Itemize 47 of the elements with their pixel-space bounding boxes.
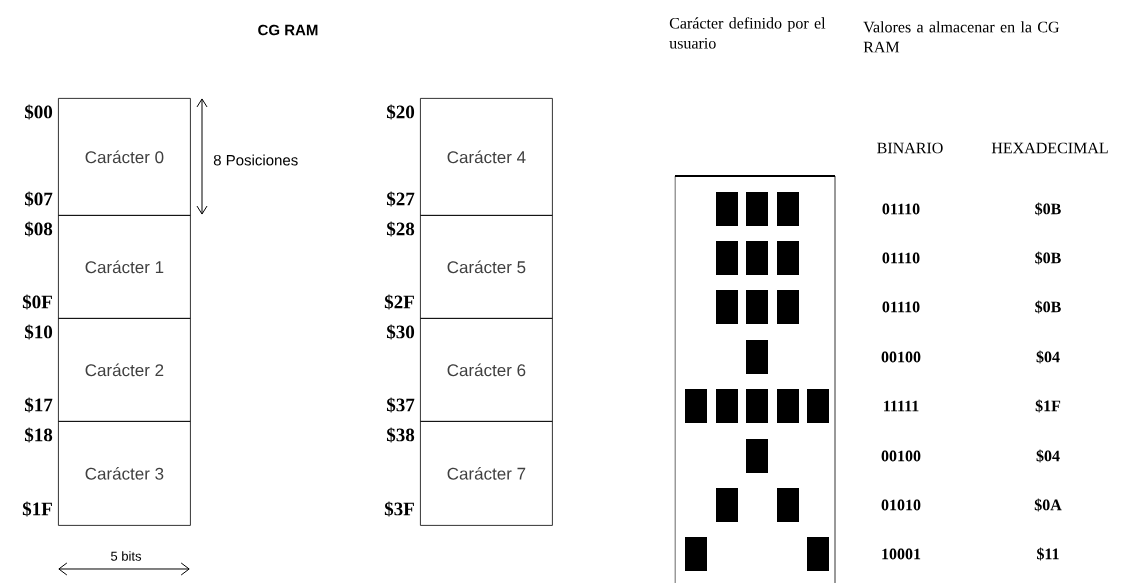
memory-block: Carácter 6 [420, 318, 553, 422]
address-label: $10 [25, 324, 53, 340]
column-header: BINARIO [877, 142, 943, 154]
address-label: $1F [22, 501, 52, 517]
table-cell: $11 [1037, 547, 1059, 561]
table-cell: $0A [1034, 498, 1062, 512]
address-label: $28 [387, 221, 415, 237]
table-cell: 01110 [882, 301, 920, 313]
dimension-label: 8 Posiciones [213, 154, 298, 166]
table-cell: 11111 [884, 400, 919, 412]
dimension-label: 5 bits [111, 551, 142, 561]
table-cell: 00100 [881, 450, 921, 462]
memory-block: Carácter 1 [58, 215, 191, 319]
table-cell: $04 [1036, 449, 1060, 463]
address-label: $0F [22, 294, 52, 310]
address-label: $38 [387, 427, 415, 443]
column-header: HEXADECIMAL [991, 142, 1108, 154]
table-cell: 01010 [881, 499, 921, 511]
address-label: $3F [384, 501, 414, 517]
address-label: $27 [387, 191, 415, 207]
memory-block: Carácter 2 [58, 318, 191, 422]
title: CG RAM [258, 24, 318, 36]
address-label: $20 [387, 104, 415, 120]
table-cell: 01110 [882, 203, 920, 215]
heading: Carácter definido por el usuario [669, 17, 826, 49]
table-cell: $0B [1035, 202, 1061, 216]
address-label: $07 [25, 191, 53, 207]
address-label: $2F [384, 294, 414, 310]
address-label: $18 [25, 427, 53, 443]
table-cell: $0B [1035, 300, 1061, 314]
address-label: $37 [387, 397, 415, 413]
table-cell: $04 [1036, 350, 1060, 364]
table-cell: 00100 [881, 351, 921, 363]
memory-block: Carácter 5 [420, 215, 553, 319]
heading: Valores a almacenar en la CG RAM [863, 21, 1060, 53]
memory-block: Carácter 4 [420, 98, 553, 216]
address-label: $30 [387, 324, 415, 340]
address-label: $17 [25, 397, 53, 413]
memory-block: Carácter 0 [58, 98, 191, 216]
table-cell: $1F [1035, 399, 1061, 413]
address-label: $08 [25, 221, 53, 237]
address-label: $00 [25, 104, 53, 120]
table-cell: $0B [1035, 251, 1061, 265]
memory-block: Carácter 3 [58, 421, 191, 526]
table-cell: 01110 [882, 252, 920, 264]
memory-block: Carácter 7 [420, 421, 553, 526]
table-cell: 10001 [882, 548, 921, 560]
